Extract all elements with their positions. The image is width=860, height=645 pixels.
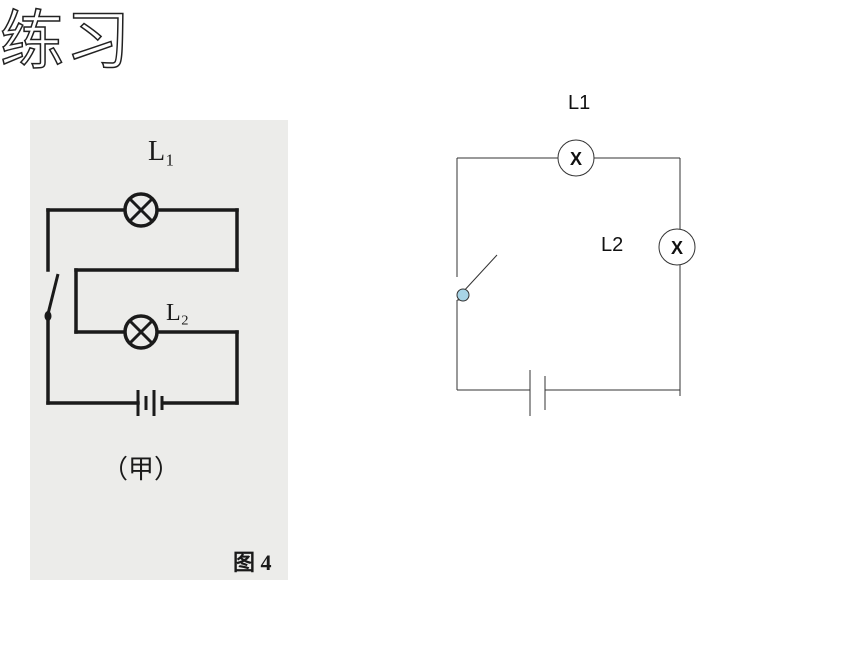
lamp-l1-symbol: X [570,149,582,169]
switch-pivot [44,311,52,321]
switch-pivot [456,288,470,302]
lamp-l1-label: L₁ [148,136,175,167]
textbook-circuit-drawing: L₁ L₂ （甲） 图 4 [44,136,272,575]
lamp-l2-label: L2 [601,234,623,256]
lamp-l2-icon [123,314,159,350]
textbook-circuit-figure: L₁ L₂ （甲） 图 4 [30,120,288,580]
lamp-l2-label: L₂ [166,300,189,326]
lamp-l2-icon: X [658,228,696,266]
lamp-l2-symbol: X [671,238,683,258]
battery-icon [529,370,546,416]
figure-tag: 图 4 [233,550,272,575]
switch-lever [461,254,498,294]
lamp-l1-icon: X [557,139,595,177]
switch-blade [46,273,60,315]
battery-icon [136,390,164,416]
page-title: 练习 [0,4,132,80]
figure-caption: （甲） [102,455,180,484]
lamp-l1-icon [123,192,159,228]
lamp-l1-label: L1 [568,92,590,114]
